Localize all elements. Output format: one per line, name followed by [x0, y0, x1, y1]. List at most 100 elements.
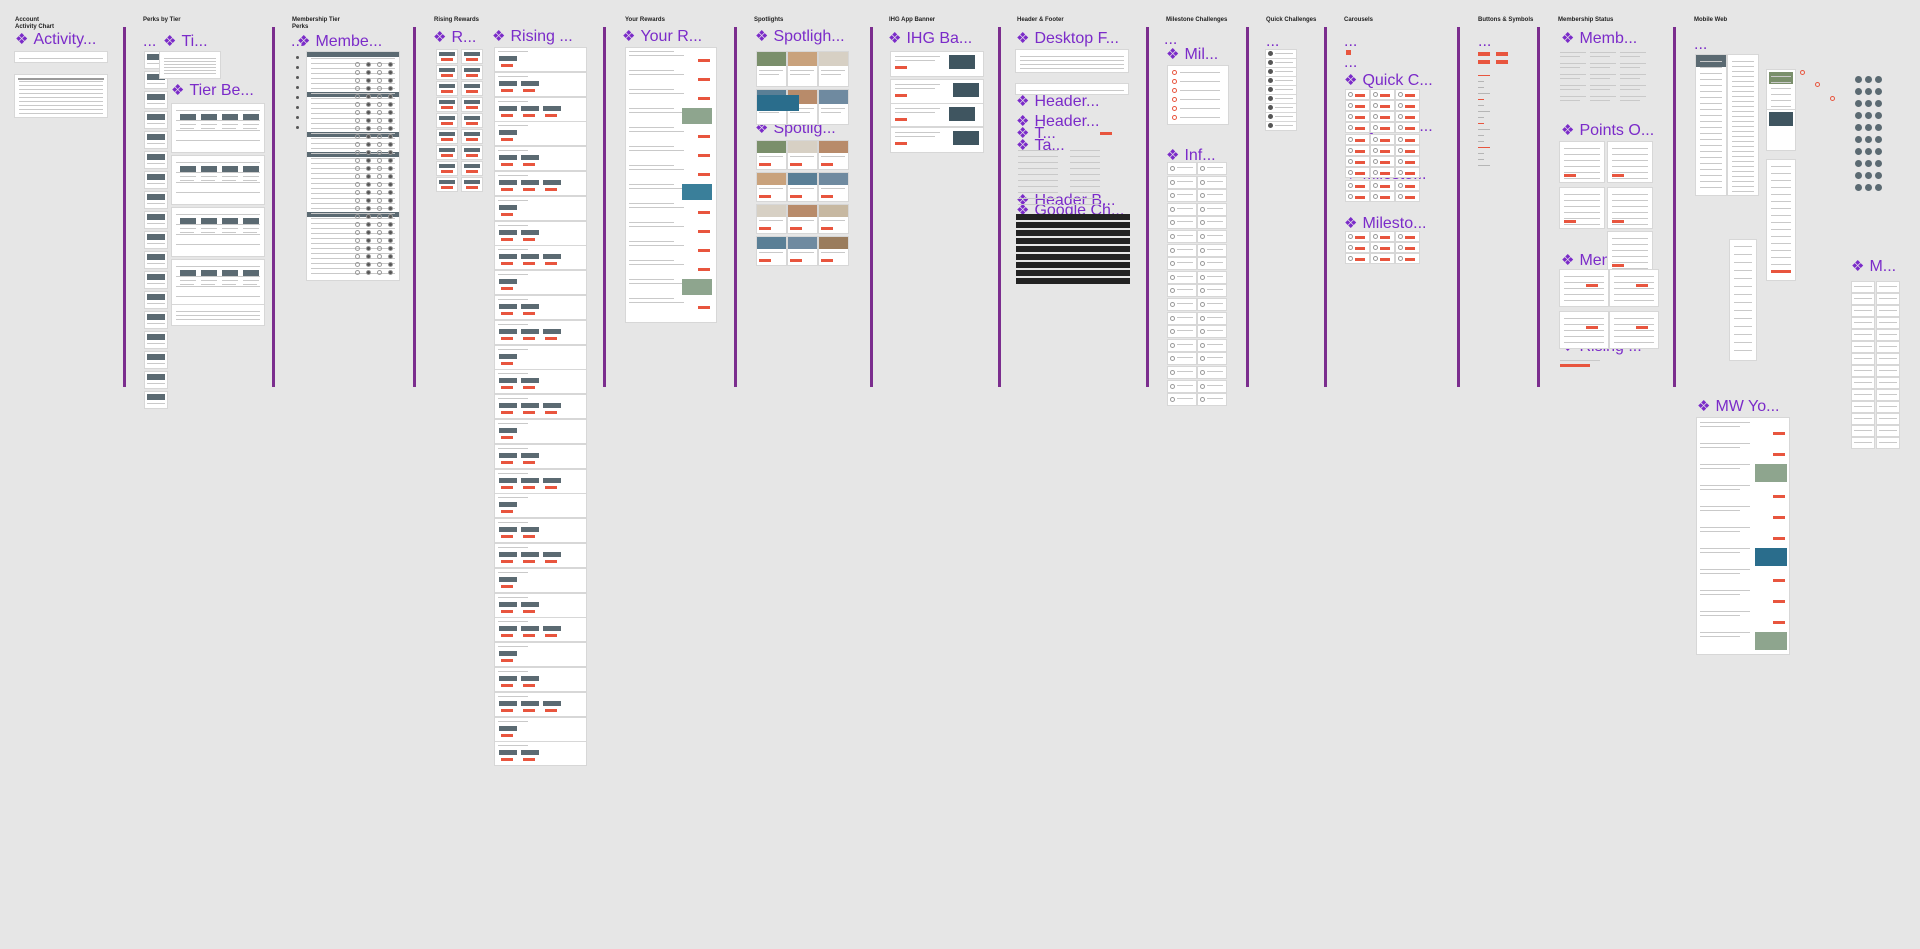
component-label-spotlig[interactable]: ❖Spotlig...	[755, 120, 836, 138]
tier-benefits-board[interactable]	[172, 104, 264, 152]
component-label-activity[interactable]: ❖Activity...	[15, 31, 96, 49]
component-label-points-o[interactable]: ❖Points O...	[1561, 122, 1654, 140]
rising-reward-card[interactable]	[437, 178, 457, 191]
rising-reward-board[interactable]	[495, 742, 586, 766]
component-label-header1[interactable]: ❖Header...	[1016, 93, 1099, 111]
membership-tier-table[interactable]	[307, 52, 399, 280]
component-label-your-r[interactable]: ❖Your R...	[622, 28, 702, 46]
rising-reward-card[interactable]	[462, 178, 482, 191]
perk-card[interactable]	[145, 232, 167, 248]
mobile-list-item[interactable]	[1852, 402, 1874, 412]
carousel-card[interactable]	[1346, 192, 1369, 201]
rising-reward-board[interactable]	[495, 544, 586, 567]
rising-reward-board[interactable]	[495, 444, 586, 468]
info-card[interactable]	[1168, 353, 1196, 365]
info-card[interactable]	[1198, 176, 1226, 188]
component-label-ihg-ba[interactable]: ❖IHG Ba...	[888, 30, 972, 48]
info-card[interactable]	[1168, 203, 1196, 215]
app-banner-board[interactable]	[891, 52, 983, 76]
perk-card[interactable]	[145, 352, 167, 368]
header-board[interactable]	[1016, 84, 1128, 94]
rising-reward-card[interactable]	[437, 82, 457, 95]
info-card[interactable]	[1168, 285, 1196, 297]
carousel-card[interactable]	[1371, 232, 1394, 241]
perk-card[interactable]	[145, 312, 167, 328]
rising-reward-board[interactable]	[495, 271, 586, 295]
rising-reward-board[interactable]	[495, 97, 586, 121]
spotlight-card[interactable]	[757, 141, 786, 169]
button-symbol[interactable]	[1496, 60, 1508, 64]
component-label-membe[interactable]: ❖Membe...	[297, 33, 382, 51]
quick-challenge-item[interactable]	[1266, 68, 1296, 76]
tier-benefits-board[interactable]	[172, 156, 264, 204]
mobile-list-item[interactable]	[1852, 282, 1874, 292]
info-card[interactable]	[1198, 271, 1226, 283]
rising-reward-board[interactable]	[495, 420, 586, 443]
carousel-card[interactable]	[1396, 146, 1419, 155]
mobile-web-board[interactable]	[1767, 70, 1795, 110]
rising-reward-board[interactable]	[495, 147, 586, 171]
rising-reward-board[interactable]	[495, 568, 586, 592]
spotlight-card[interactable]	[757, 205, 786, 233]
rising-reward-board[interactable]	[495, 246, 586, 270]
rising-reward-card[interactable]	[437, 66, 457, 79]
spotlight-card[interactable]	[757, 237, 786, 265]
quick-challenge-item[interactable]	[1266, 122, 1296, 130]
rising-reward-board[interactable]	[495, 668, 586, 691]
info-card[interactable]	[1168, 380, 1196, 392]
mobile-list-item[interactable]	[1877, 426, 1899, 436]
mobile-list-item[interactable]	[1852, 414, 1874, 424]
perk-card[interactable]	[145, 172, 167, 188]
rising-reward-board[interactable]	[495, 221, 586, 245]
info-card[interactable]	[1198, 258, 1226, 270]
carousel-card[interactable]	[1396, 192, 1419, 201]
info-card[interactable]	[1168, 231, 1196, 242]
rising-reward-board[interactable]	[495, 519, 586, 543]
info-card[interactable]	[1198, 231, 1226, 242]
mobile-list-item[interactable]	[1877, 354, 1899, 364]
member-status-board[interactable]	[1560, 312, 1608, 348]
carousel-card[interactable]	[1396, 243, 1419, 252]
perk-card[interactable]	[145, 92, 167, 108]
component-label-r[interactable]: ❖R...	[433, 29, 476, 47]
info-card[interactable]	[1198, 312, 1226, 324]
mobile-list-item[interactable]	[1877, 342, 1899, 352]
activity-chart-board[interactable]	[15, 52, 107, 62]
carousel-card[interactable]	[1371, 146, 1394, 155]
carousel-card[interactable]	[1396, 123, 1419, 132]
carousel-card[interactable]	[1346, 135, 1369, 144]
mobile-list-item[interactable]	[1877, 390, 1899, 400]
member-status-board[interactable]	[1610, 312, 1658, 348]
mobile-list-item[interactable]	[1877, 294, 1899, 304]
info-card[interactable]	[1168, 367, 1196, 378]
rising-reward-card[interactable]	[462, 98, 482, 111]
info-card[interactable]	[1198, 163, 1226, 174]
component-label-desktop-f[interactable]: ❖Desktop F...	[1016, 30, 1119, 48]
spotlight-card[interactable]	[819, 173, 848, 201]
button-symbol[interactable]	[1478, 52, 1490, 56]
spotlight-card[interactable]	[788, 141, 817, 169]
points-overview-board[interactable]	[1608, 232, 1652, 272]
carousel-card[interactable]	[1396, 168, 1419, 177]
mobile-list-item[interactable]	[1852, 342, 1874, 352]
mobile-list-item[interactable]	[1852, 354, 1874, 364]
spotlight-card[interactable]	[757, 173, 786, 201]
mobile-list-item[interactable]	[1852, 378, 1874, 388]
rising-reward-card[interactable]	[462, 114, 482, 127]
mobile-list-item[interactable]	[1852, 330, 1874, 340]
info-card[interactable]	[1198, 367, 1226, 378]
rising-reward-card[interactable]	[462, 50, 482, 63]
spotlight-card[interactable]	[788, 52, 817, 86]
spotlight-card[interactable]	[788, 173, 817, 201]
rising-reward-card[interactable]	[437, 50, 457, 63]
rising-reward-board[interactable]	[495, 172, 586, 195]
carousel-card[interactable]	[1396, 157, 1419, 166]
info-card[interactable]	[1198, 326, 1226, 338]
mobile-list-item[interactable]	[1852, 366, 1874, 376]
rising-reward-card[interactable]	[437, 98, 457, 111]
mobile-web-board[interactable]	[1728, 55, 1758, 195]
carousel-card[interactable]	[1346, 254, 1369, 263]
carousel-card[interactable]	[1371, 123, 1394, 132]
info-card[interactable]	[1198, 380, 1226, 392]
info-card[interactable]	[1168, 244, 1196, 256]
